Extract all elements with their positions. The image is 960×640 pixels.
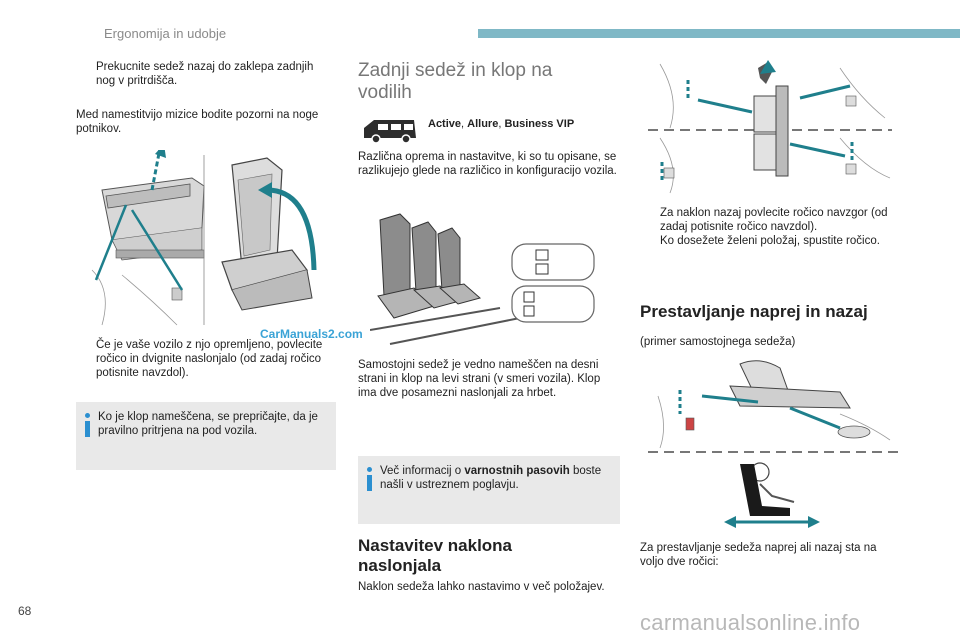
bullet-text: Prekucnite sedež nazaj do zaklepa zadnji… [96, 61, 314, 87]
bullet-marker-icon [76, 60, 88, 88]
heading-line: Nastavitev naklona [358, 536, 513, 555]
bullet-text: Če je vaše vozilo z njo opremljeno, povl… [96, 339, 323, 379]
subsection-heading: Nastavitev naklona naslonjala [358, 536, 620, 576]
bullet-item: Ko dosežete želeni položaj, spustite roč… [640, 234, 902, 248]
bullet-marker-icon [76, 338, 88, 380]
page-number: 68 [18, 604, 32, 618]
info-icon [85, 413, 90, 437]
paragraph: Za prestavljanje sedeža naprej ali nazaj… [640, 542, 877, 568]
section-heading: Zadnji sedež in klop na vodilih [358, 60, 618, 104]
trim-business-vip: Business VIP [504, 118, 575, 130]
bullet-text: Za naklon nazaj povlecite ročico navzgor… [660, 207, 888, 233]
note-text-part: boste našli v ustreznem poglavju. [380, 465, 602, 491]
trim-allure: Allure [467, 118, 499, 130]
paragraph: Naklon sedeža lahko nastavimo v več polo… [358, 581, 605, 593]
heading-line: Zadnji sedež in klop na [358, 60, 553, 81]
info-icon [367, 467, 372, 491]
bullet-item: Za naklon nazaj povlecite ročico navzgor… [640, 206, 902, 234]
note-box: Ko je klop nameščena, se prepričajte, da… [76, 402, 336, 470]
note-text: Več informacij o varnostnih pasovih bost… [380, 464, 610, 492]
bullet-text: Ko dosežete želeni položaj, spustite roč… [660, 235, 880, 247]
recline-lever-illustration [648, 60, 892, 194]
rail-seats-illustration [370, 213, 595, 345]
footer-watermark: carmanualsonline.info [640, 610, 861, 635]
trim-list: Active, Allure, Business VIP [428, 117, 574, 131]
subsection-heading: Prestavljanje naprej in nazaj [640, 302, 868, 321]
bullet-marker-icon [640, 206, 652, 234]
bullet-item: Če je vaše vozilo z njo opremljeno, povl… [76, 338, 338, 380]
paragraph: Samostojni sedež je vedno nameščen na de… [358, 359, 601, 399]
header-accent-bar [478, 29, 960, 38]
bullet-item: Prekucnite sedež nazaj do zaklepa zadnji… [76, 60, 331, 88]
trim-separator: , [498, 118, 505, 130]
note-text-part: Več informacij o [380, 465, 465, 477]
note-text: Ko je klop nameščena, se prepričajte, da… [98, 411, 318, 437]
paragraph: Med namestitvijo mizice bodite pozorni n… [76, 109, 319, 135]
heading-line: naslonjala [358, 556, 442, 575]
trim-separator: , [461, 118, 468, 130]
note-text-bold: varnostnih pasovih [464, 465, 570, 477]
paragraph: (primer samostojnega sedeža) [640, 336, 796, 348]
trim-active: Active [428, 118, 462, 130]
van-icon [364, 120, 416, 144]
armrest-seat-illustration [91, 150, 317, 326]
section-title: Ergonomija in udobje [104, 26, 227, 41]
heading-line: vodilih [358, 82, 412, 103]
paragraph: Različna oprema in nastavitve, ki so tu … [358, 151, 617, 177]
watermark-logo: CarManuals2.com [260, 327, 363, 341]
slide-seat-illustration [648, 360, 902, 528]
bullet-marker-icon [640, 234, 652, 248]
note-box: Več informacij o varnostnih pasovih bost… [358, 456, 620, 524]
